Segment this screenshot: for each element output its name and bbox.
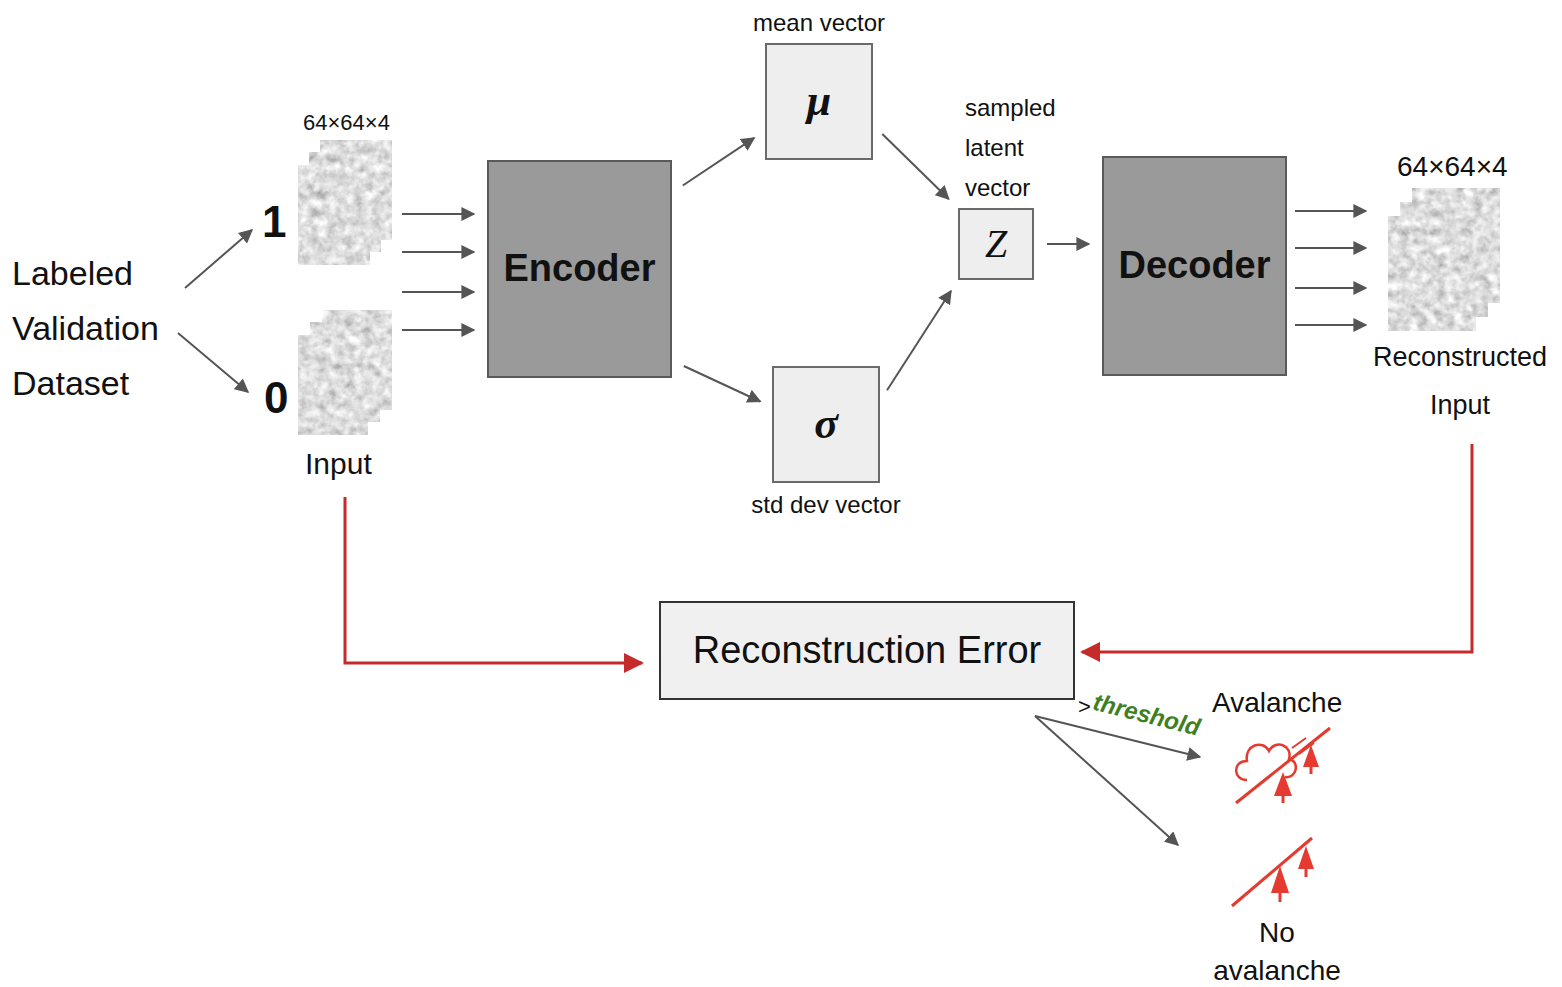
tree <box>1271 866 1289 893</box>
box-label: Encoder <box>503 248 655 290</box>
class-name: No avalanche <box>1202 914 1352 987</box>
latent-vector-box: sampled latent vectorZ <box>958 208 1034 280</box>
dimension-label: 64×64×4 <box>303 110 390 136</box>
no-avalanche-icon <box>1232 838 1314 906</box>
tree-trunk <box>1282 796 1285 803</box>
box-label: μ <box>807 77 831 125</box>
output-arrow <box>1295 247 1366 249</box>
tree <box>1274 772 1292 796</box>
slope-line <box>1232 838 1312 906</box>
input-image <box>298 165 370 265</box>
box-heading: mean vector <box>753 9 885 38</box>
tree <box>1303 745 1319 767</box>
box-heading: std dev vector <box>751 491 900 520</box>
input-label: Input <box>305 446 372 482</box>
tree-trunk <box>1305 869 1308 877</box>
connector-arrow <box>1047 243 1089 245</box>
decision-arrow <box>1035 716 1178 845</box>
class-name: Avalanche <box>1212 686 1342 720</box>
reconstruction-error-box: Reconstruction Error <box>659 601 1075 700</box>
box-label: Decoder <box>1118 245 1270 287</box>
class-label: 0 <box>264 372 288 425</box>
input-arrow <box>402 329 474 331</box>
input-arrow <box>402 251 474 253</box>
split-arrow <box>178 333 248 392</box>
box-label: Reconstruction Error <box>693 630 1041 672</box>
connector-arrow <box>882 134 948 199</box>
class-label: 1 <box>262 196 286 249</box>
output-label: Reconstructed Input <box>1360 333 1560 429</box>
output-arrow <box>1295 287 1366 289</box>
output-arrow <box>1295 210 1366 212</box>
tree <box>1298 846 1314 869</box>
reconstructed-image <box>1388 216 1476 331</box>
split-arrow <box>185 230 252 288</box>
box-heading: sampled latent vector <box>965 88 1065 208</box>
mean-vector-box: mean vectorμ <box>765 43 873 160</box>
dataset-label: Labeled Validation Dataset <box>12 246 182 411</box>
input-image <box>298 335 368 435</box>
connector-arrow <box>887 291 951 390</box>
tree-trunk <box>1310 767 1313 774</box>
comparison-sign: > <box>1078 694 1091 720</box>
box-label: σ <box>814 400 838 448</box>
error-arrow <box>1082 444 1472 652</box>
box-label: Z <box>985 222 1007 266</box>
output-arrow <box>1295 324 1366 326</box>
connector-arrow <box>684 366 760 401</box>
input-arrow <box>402 213 474 215</box>
input-arrow <box>402 291 474 293</box>
motion-line <box>1292 738 1306 748</box>
threshold-label: threshold <box>1090 688 1203 742</box>
error-arrow <box>345 497 642 663</box>
decoder-box: Decoder <box>1102 156 1287 376</box>
encoder-box: Encoder <box>487 160 672 378</box>
slope-line <box>1236 728 1330 803</box>
dimension-label: 64×64×4 <box>1397 150 1508 184</box>
std-dev-vector-box: σstd dev vector <box>772 366 880 483</box>
connector-arrow <box>683 138 754 186</box>
tree-trunk <box>1279 893 1282 902</box>
avalanche-icon <box>1236 728 1330 803</box>
snow-cloud <box>1236 745 1296 780</box>
